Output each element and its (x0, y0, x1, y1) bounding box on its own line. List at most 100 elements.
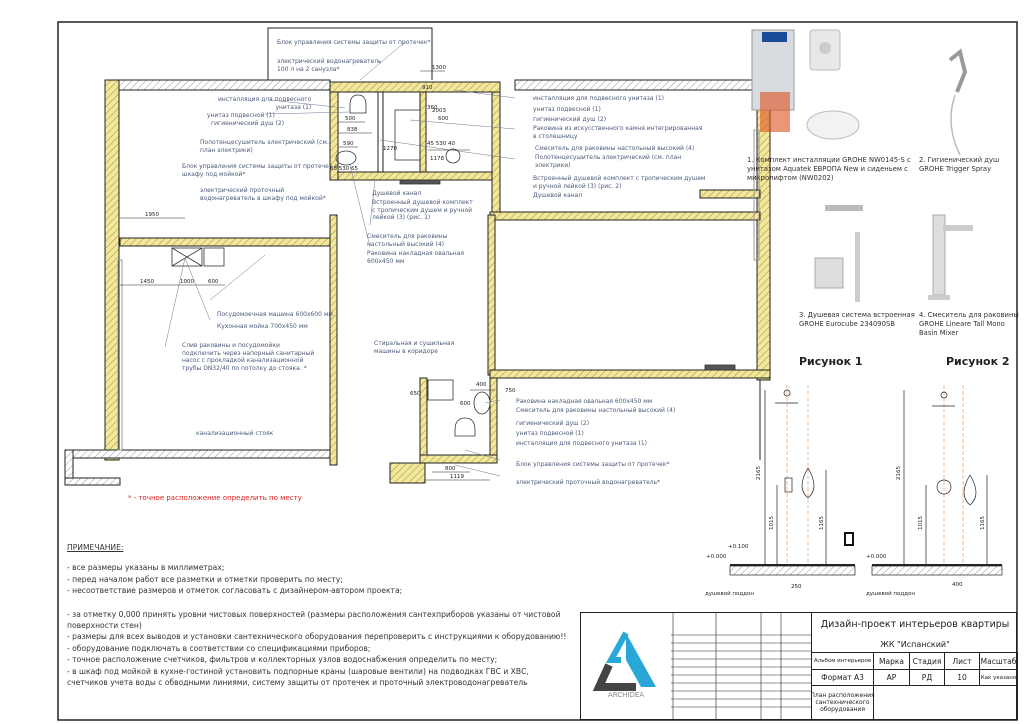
dim: 1450 (140, 279, 154, 285)
dim: 600 (460, 401, 471, 407)
svg-text:1015: 1015 (918, 516, 924, 530)
label-mixer: Смеситель для раковины настольный высоки… (535, 145, 695, 152)
label-oval-sink: Раковина накладная овальная 600х450 мм (367, 250, 464, 265)
leader-lines (164, 41, 516, 477)
notes-title: ПРИМЕЧАНИЕ: (67, 543, 124, 552)
dishwasher-icon (203, 247, 225, 267)
toilet-icon (349, 94, 367, 114)
label-instant-heater-3: электрический проточный водонагреватель* (516, 479, 661, 486)
format-value: Формат А3 (811, 669, 874, 686)
dim: 800 (445, 466, 456, 472)
dim: 650 (410, 391, 421, 397)
figure-2 (871, 385, 1003, 576)
basin-mixer-image (928, 214, 973, 300)
svg-text:душевой поддон: душевой поддон (866, 590, 915, 597)
label-drain-pump: Слив раковины и посудомойки подключить ч… (182, 342, 315, 372)
label-installation: инсталляция для подвесного унитаза (1) (218, 96, 312, 111)
label-water-heater: электрический водонагреватель 100 л на 2… (277, 58, 382, 73)
sheet-name: План расположения сантехнического оборуд… (810, 685, 875, 720)
sink-icon (473, 391, 491, 415)
label-towel-dryer: Полотенцесушитель электрический (см. пла… (200, 139, 329, 154)
label-leak-control-sink: Блок управления системы защиты от протеч… (182, 163, 338, 178)
label-toilet-2: унитаз подвесной (1) (533, 106, 601, 113)
label-dishwasher: Посудомоечная машина 600х600 мм (217, 311, 333, 318)
label-leak-control: Блок управления системы защиты от протеч… (277, 39, 431, 46)
label-mixer-3: Смеситель для раковины настольный высоки… (367, 233, 448, 248)
archidea-logo: ARCHIDEA (581, 613, 671, 719)
header-stage: Стадия (909, 652, 945, 670)
svg-text:1015: 1015 (769, 516, 775, 530)
dim: 600 (438, 116, 449, 122)
toilet-installation-image (751, 29, 860, 140)
project-title: Дизайн-проект интерьеров квартиры (811, 612, 1018, 636)
fixtures (171, 94, 736, 437)
label-installation-2: инсталляция для подвесного унитаза (1) (533, 95, 664, 102)
logo-text: ARCHIDEA (607, 691, 645, 699)
walls (64, 79, 771, 486)
product-caption-4: 4. Смеситель для раковины GROHE Lineare … (919, 311, 1019, 337)
kitchen-sink-icon (171, 247, 203, 267)
dim: 1178 (430, 156, 444, 162)
mark-value: АР (873, 669, 910, 686)
dim: 45 530 40 (427, 141, 455, 147)
title-block: ARCHIDEA Дизайн-проект интерьеров кварти… (580, 612, 1018, 720)
dim: 1119 (450, 474, 464, 480)
dim: 910 (422, 85, 433, 91)
sink-icon (335, 150, 357, 166)
label-sewer-riser: канализационный стояк (196, 430, 274, 437)
dim: 590 (343, 141, 354, 147)
dim: 400 (476, 382, 487, 388)
dim: 360 (427, 105, 438, 111)
label-shower-set-1: Встроенный душевой комплект с тропически… (372, 199, 473, 221)
label-shower-drain: Душевой канал (372, 190, 422, 197)
label-instant-heater: электрический проточный водонагреватель … (200, 187, 326, 202)
figure-1-title: Рисунок 1 (799, 355, 863, 368)
svg-text:400: 400 (952, 582, 963, 588)
album-label: Альбом интерьеров (811, 652, 874, 670)
figure-1 (729, 385, 856, 576)
note: - точное расположение счетчиков, фильтро… (67, 655, 498, 665)
stage-value: РД (909, 669, 945, 686)
note: поверхности стен) (67, 621, 142, 631)
label-laundry: Стиральная и сушильная машины в коридоре (374, 340, 455, 355)
footnote: * - точное расположение определить по ме… (128, 494, 302, 502)
label-mixer-4: Смеситель для раковины настольный высоки… (516, 407, 676, 414)
product-images (751, 29, 973, 302)
washing-machine-icon (427, 379, 454, 401)
shower-system-image (814, 205, 863, 302)
scale-value: Как указано (979, 669, 1018, 686)
dim: 2003 (432, 108, 446, 114)
svg-text:2165: 2165 (756, 466, 762, 480)
dimension-texts: 1300 910 2003 360 600 500 838 590 1270 4… (140, 65, 516, 480)
label-towel-dryer-2: Полотенцесушитель электрический (см. пла… (535, 154, 682, 169)
section-mark (844, 532, 854, 546)
dim: 1270 (383, 146, 397, 152)
svg-text:250: 250 (791, 584, 802, 590)
dim: 1300 (432, 65, 446, 71)
complex-name: ЖК "Испанский" (811, 636, 1018, 652)
figure-2-title: Рисунок 2 (946, 355, 1010, 368)
note: - оборудование подключать в соответствии… (67, 643, 371, 653)
label-hygienic-shower-2: гигиенический душ (2) (533, 116, 607, 123)
label-shower-set-2: Встроенный душевой комплект с тропически… (533, 175, 706, 190)
product-caption-1: 1. Комплект инсталляции GROHE NW0145-S с… (747, 156, 911, 182)
label-oval-sink-2: Раковина накладная овальная 600х450 мм (516, 398, 653, 405)
svg-text:+0.100: +0.100 (728, 544, 749, 550)
product-caption-3: 3. Душевая система встроенная GROHE Euro… (799, 311, 915, 328)
label-installation-3: инсталляция для подвесного унитаза (1) (516, 440, 647, 447)
svg-text:1165: 1165 (819, 516, 825, 530)
dim: 600 (208, 279, 219, 285)
dim: 750 (505, 388, 516, 394)
hygienic-shower-image (948, 48, 968, 156)
note: - несоответствие размеров и отметок согл… (67, 586, 403, 596)
label-shower-drain-2: Душевой канал (533, 192, 583, 199)
sheet-frame (57, 21, 1018, 721)
label-hygienic-shower: гигиенический душ (2) (211, 120, 285, 127)
note: - перед началом работ все разметки и отм… (67, 574, 343, 584)
toilet-icon (454, 417, 476, 437)
dim: 1950 (145, 212, 159, 218)
balcony-outline (117, 27, 761, 460)
dim: 65 530 65 (330, 166, 358, 172)
svg-text:1165: 1165 (980, 516, 986, 530)
